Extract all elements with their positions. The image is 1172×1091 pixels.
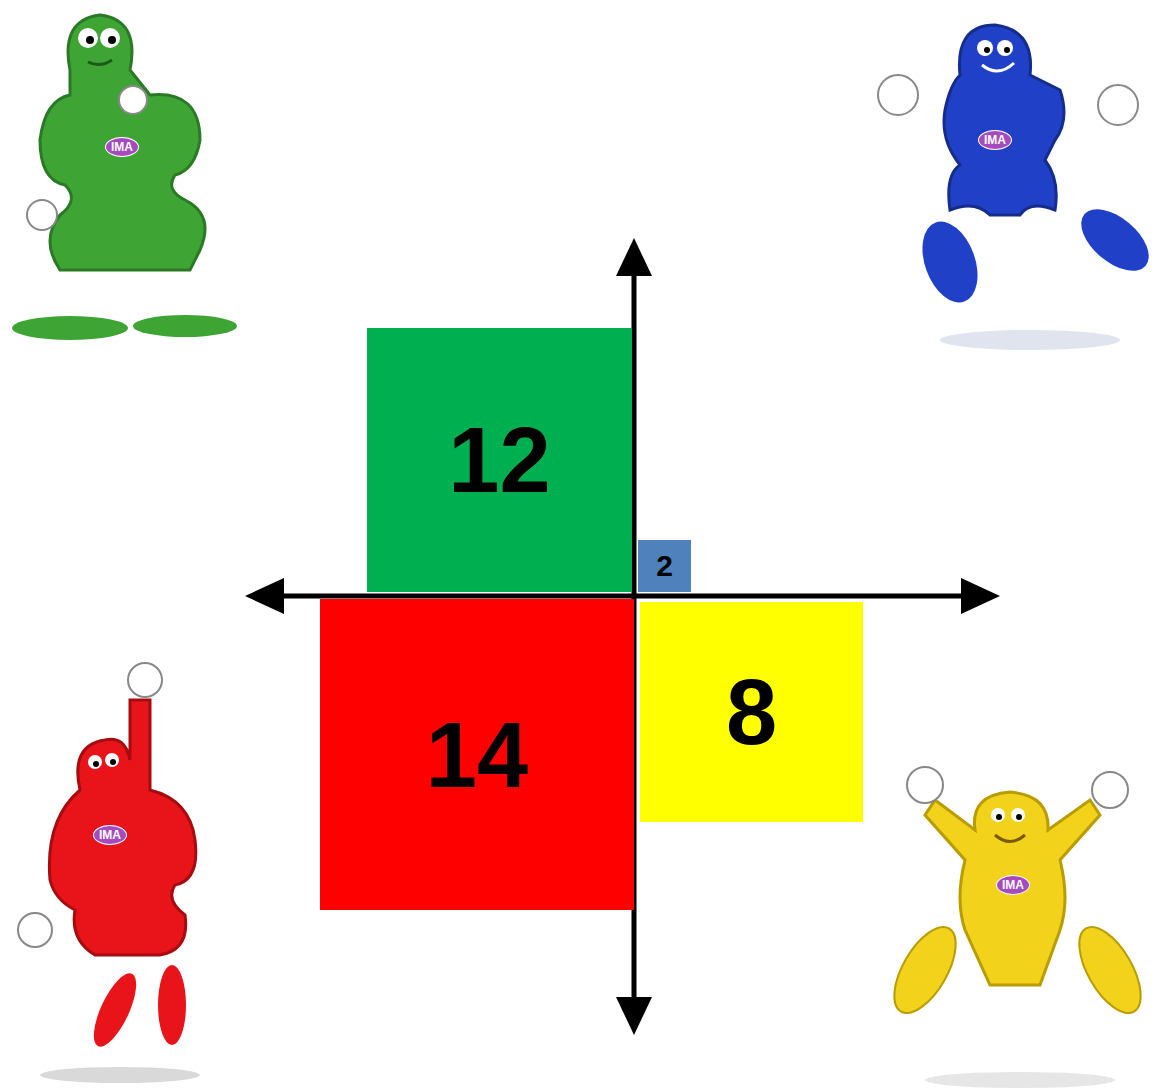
blue-character	[878, 25, 1160, 350]
logo-badge: IMA	[105, 137, 139, 157]
square-number: 14	[426, 709, 528, 801]
square-number: 12	[448, 414, 550, 506]
green-square: 12	[367, 328, 632, 592]
blue-square: 2	[638, 540, 691, 592]
red-character	[18, 663, 200, 1083]
logo-badge: IMA	[93, 825, 127, 845]
red-square: 14	[320, 599, 634, 910]
logo-badge: IMA	[978, 130, 1012, 150]
logo-badge: IMA	[996, 875, 1030, 895]
yellow-square: 8	[640, 602, 863, 822]
axes	[245, 238, 1000, 1035]
square-number: 8	[726, 666, 777, 758]
green-character	[12, 15, 237, 340]
square-number: 2	[656, 551, 673, 581]
yellow-character	[882, 767, 1153, 1088]
